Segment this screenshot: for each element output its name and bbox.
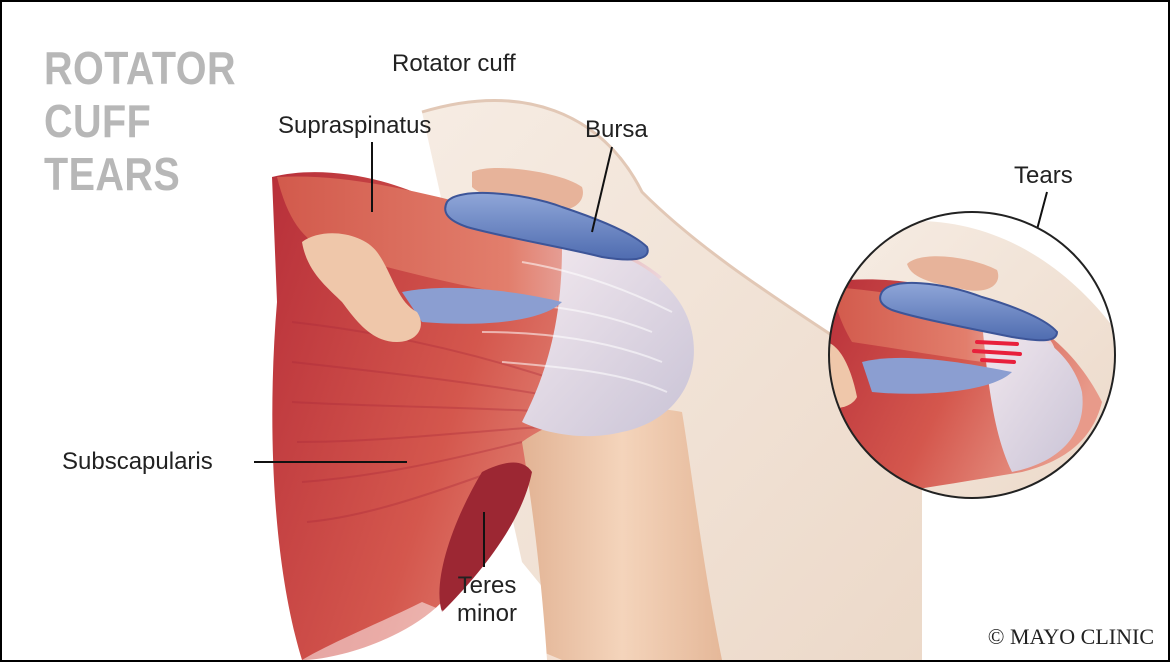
- figure-title: ROTATOR CUFF TEARS: [44, 42, 236, 201]
- label-subscapularis: Subscapularis: [62, 448, 213, 476]
- label-bursa: Bursa: [585, 116, 648, 144]
- title-line-1: ROTATOR: [44, 42, 236, 95]
- label-tears: Tears: [1014, 162, 1073, 190]
- label-teres-minor: Teres minor: [442, 572, 532, 628]
- label-teres-minor-line-2: minor: [442, 600, 532, 628]
- title-line-2: CUFF: [44, 95, 236, 148]
- left-fade: [2, 162, 272, 660]
- title-line-3: TEARS: [44, 148, 236, 201]
- copyright-notice: © MAYO CLINIC: [988, 624, 1154, 650]
- label-teres-minor-line-1: Teres: [442, 572, 532, 600]
- label-supraspinatus: Supraspinatus: [278, 112, 431, 140]
- label-rotator-cuff: Rotator cuff: [392, 50, 516, 78]
